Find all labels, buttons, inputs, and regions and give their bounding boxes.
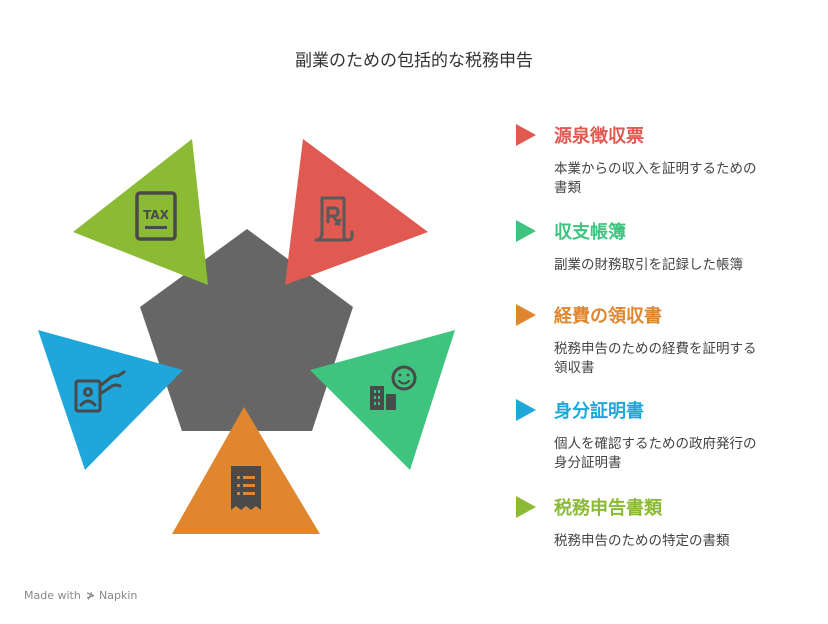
play-marker-icon: [516, 496, 536, 518]
receipt-rx-icon: [314, 196, 354, 242]
play-marker-icon: [516, 399, 536, 421]
legend-item-ledger: 収支帳簿 副業の財務取引を記録した帳簿: [516, 218, 816, 275]
desc-line: 本業からの収入を証明するための: [554, 161, 757, 177]
id-card-icon: [74, 370, 126, 413]
desc-line: 税務申告のための特定の書類: [554, 533, 730, 549]
legend-item-withholding-slip: 源泉徴収票 本業からの収入を証明するための 書類: [516, 122, 816, 198]
legend-title: 収支帳簿: [554, 222, 626, 243]
legend-title: 身分証明書: [554, 401, 644, 422]
legend-item-id: 身分証明書 個人を確認するための政府発行の 身分証明書: [516, 397, 816, 473]
segment-tax-forms[interactable]: [73, 139, 208, 285]
legend-title: 税務申告書類: [554, 498, 662, 519]
segment-id[interactable]: [38, 330, 183, 470]
legend-desc: 個人を確認するための政府発行の 身分証明書: [554, 435, 804, 473]
segment-withholding-slip[interactable]: [285, 139, 428, 285]
play-marker-icon: [516, 124, 536, 146]
legend-title: 経費の領収書: [554, 306, 662, 327]
desc-line: 税務申告のための経費を証明する: [554, 341, 757, 357]
building-smile-icon: [370, 365, 417, 410]
legend-item-expense-receipts: 経費の領収書 税務申告のための経費を証明する 領収書: [516, 302, 816, 378]
made-with-label: Made with: [24, 589, 81, 602]
napkin-logo-icon: ≯: [85, 589, 96, 602]
tax-icon-label: TAX: [143, 208, 170, 222]
play-marker-icon: [516, 220, 536, 242]
legend-desc: 税務申告のための経費を証明する 領収書: [554, 340, 804, 378]
receipt-icon: [231, 466, 261, 510]
desc-line: 書類: [554, 180, 581, 196]
legend-desc: 本業からの収入を証明するための 書類: [554, 160, 804, 198]
desc-line: 副業の財務取引を記録した帳簿: [554, 257, 743, 273]
page-title: 副業のための包括的な税務申告: [295, 51, 533, 71]
footer-attribution[interactable]: Made with ≯ Napkin: [24, 589, 137, 602]
tax-document-icon: TAX: [135, 191, 177, 241]
play-marker-icon: [516, 304, 536, 326]
legend-desc: 税務申告のための特定の書類: [554, 532, 804, 551]
desc-line: 身分証明書: [554, 455, 622, 471]
desc-line: 個人を確認するための政府発行の: [554, 436, 757, 452]
legend-title: 源泉徴収票: [554, 126, 644, 147]
desc-line: 領収書: [554, 360, 595, 376]
legend-item-tax-forms: 税務申告書類 税務申告のための特定の書類: [516, 494, 816, 551]
legend-desc: 副業の財務取引を記録した帳簿: [554, 256, 804, 275]
napkin-brand: Napkin: [99, 589, 138, 602]
